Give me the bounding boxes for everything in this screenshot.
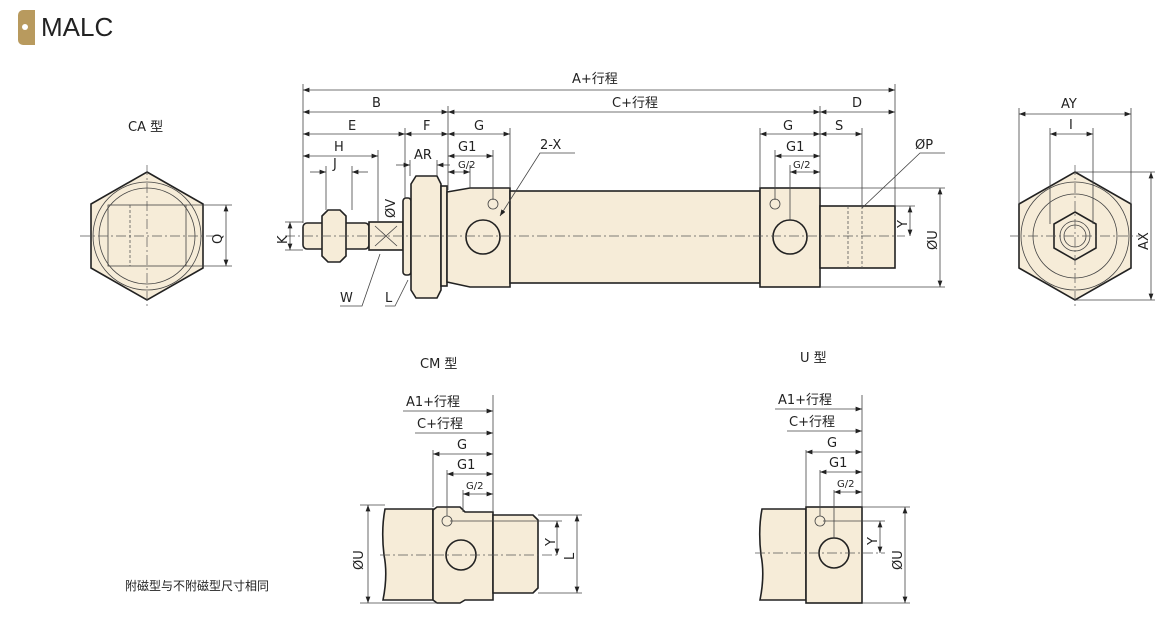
cm-dim-g1: G1 — [457, 458, 475, 473]
dim-g2: G/2 — [458, 160, 475, 171]
cm-dim-y: Y — [544, 538, 559, 547]
title-badge-icon — [18, 10, 35, 45]
dim-u: ØU — [926, 230, 941, 250]
dim-c: C+行程 — [612, 96, 658, 111]
page-title: MALC — [18, 10, 113, 45]
dim-g2-right: G/2 — [793, 160, 810, 171]
u-dim-y: Y — [866, 537, 881, 546]
cm-dim-a1: A1+行程 — [406, 395, 460, 410]
dim-g: G — [474, 119, 484, 134]
note-text: 附磁型与不附磁型尺寸相同 — [125, 578, 269, 593]
u-dim-g2: G/2 — [837, 479, 854, 490]
dim-ax: AX — [1137, 232, 1152, 250]
dim-y: Y — [896, 220, 911, 229]
ca-label: CA 型 — [128, 120, 163, 135]
u-dim-g1: G1 — [829, 456, 847, 471]
dim-p: ØP — [915, 138, 933, 153]
dim-w: W — [340, 291, 353, 306]
u-label: U 型 — [800, 351, 827, 366]
dim-j: J — [332, 157, 337, 172]
dim-g1: G1 — [458, 140, 476, 155]
cm-dim-u: ØU — [352, 550, 367, 570]
u-dim-c: C+行程 — [789, 415, 835, 430]
cm-dim-g2: G/2 — [466, 481, 483, 492]
u-dim-g: G — [827, 436, 837, 451]
u-dim-a1: A1+行程 — [778, 393, 832, 408]
cm-dim-l: L — [563, 552, 578, 560]
dim-a: A+行程 — [572, 72, 618, 87]
cm-view: CM 型 A1+行程 C+行程 G G — [352, 357, 582, 604]
cm-label: CM 型 — [420, 357, 457, 372]
dim-2x: 2-X — [540, 138, 561, 153]
dim-g-right: G — [783, 119, 793, 134]
dim-v: ØV — [384, 199, 399, 218]
end-view: AY I AX — [1010, 97, 1155, 307]
u-view: U 型 A1+行程 C+行程 G G1 G/2 Y — [755, 351, 910, 604]
main-view: A+行程 B C+行程 D E F G G S H J G1 G1 G/2 G/… — [276, 72, 945, 307]
dim-l: L — [385, 291, 393, 306]
dim-f: F — [423, 119, 430, 134]
dim-k: K — [276, 235, 291, 244]
model-name: MALC — [41, 12, 114, 42]
u-dim-u: ØU — [891, 550, 906, 570]
dim-q: Q — [211, 234, 226, 244]
ca-view: CA 型 Q — [80, 120, 232, 307]
dim-d: D — [852, 96, 862, 111]
cm-dim-c: C+行程 — [417, 417, 463, 432]
cm-dim-g: G — [457, 438, 467, 453]
dim-i: I — [1069, 118, 1073, 133]
dim-b: B — [372, 96, 381, 111]
dim-h: H — [334, 140, 344, 155]
dim-ar: AR — [414, 148, 432, 163]
dim-ay: AY — [1061, 97, 1077, 112]
dim-g1-right: G1 — [786, 140, 804, 155]
dim-e: E — [348, 119, 356, 134]
dim-s: S — [835, 119, 843, 134]
